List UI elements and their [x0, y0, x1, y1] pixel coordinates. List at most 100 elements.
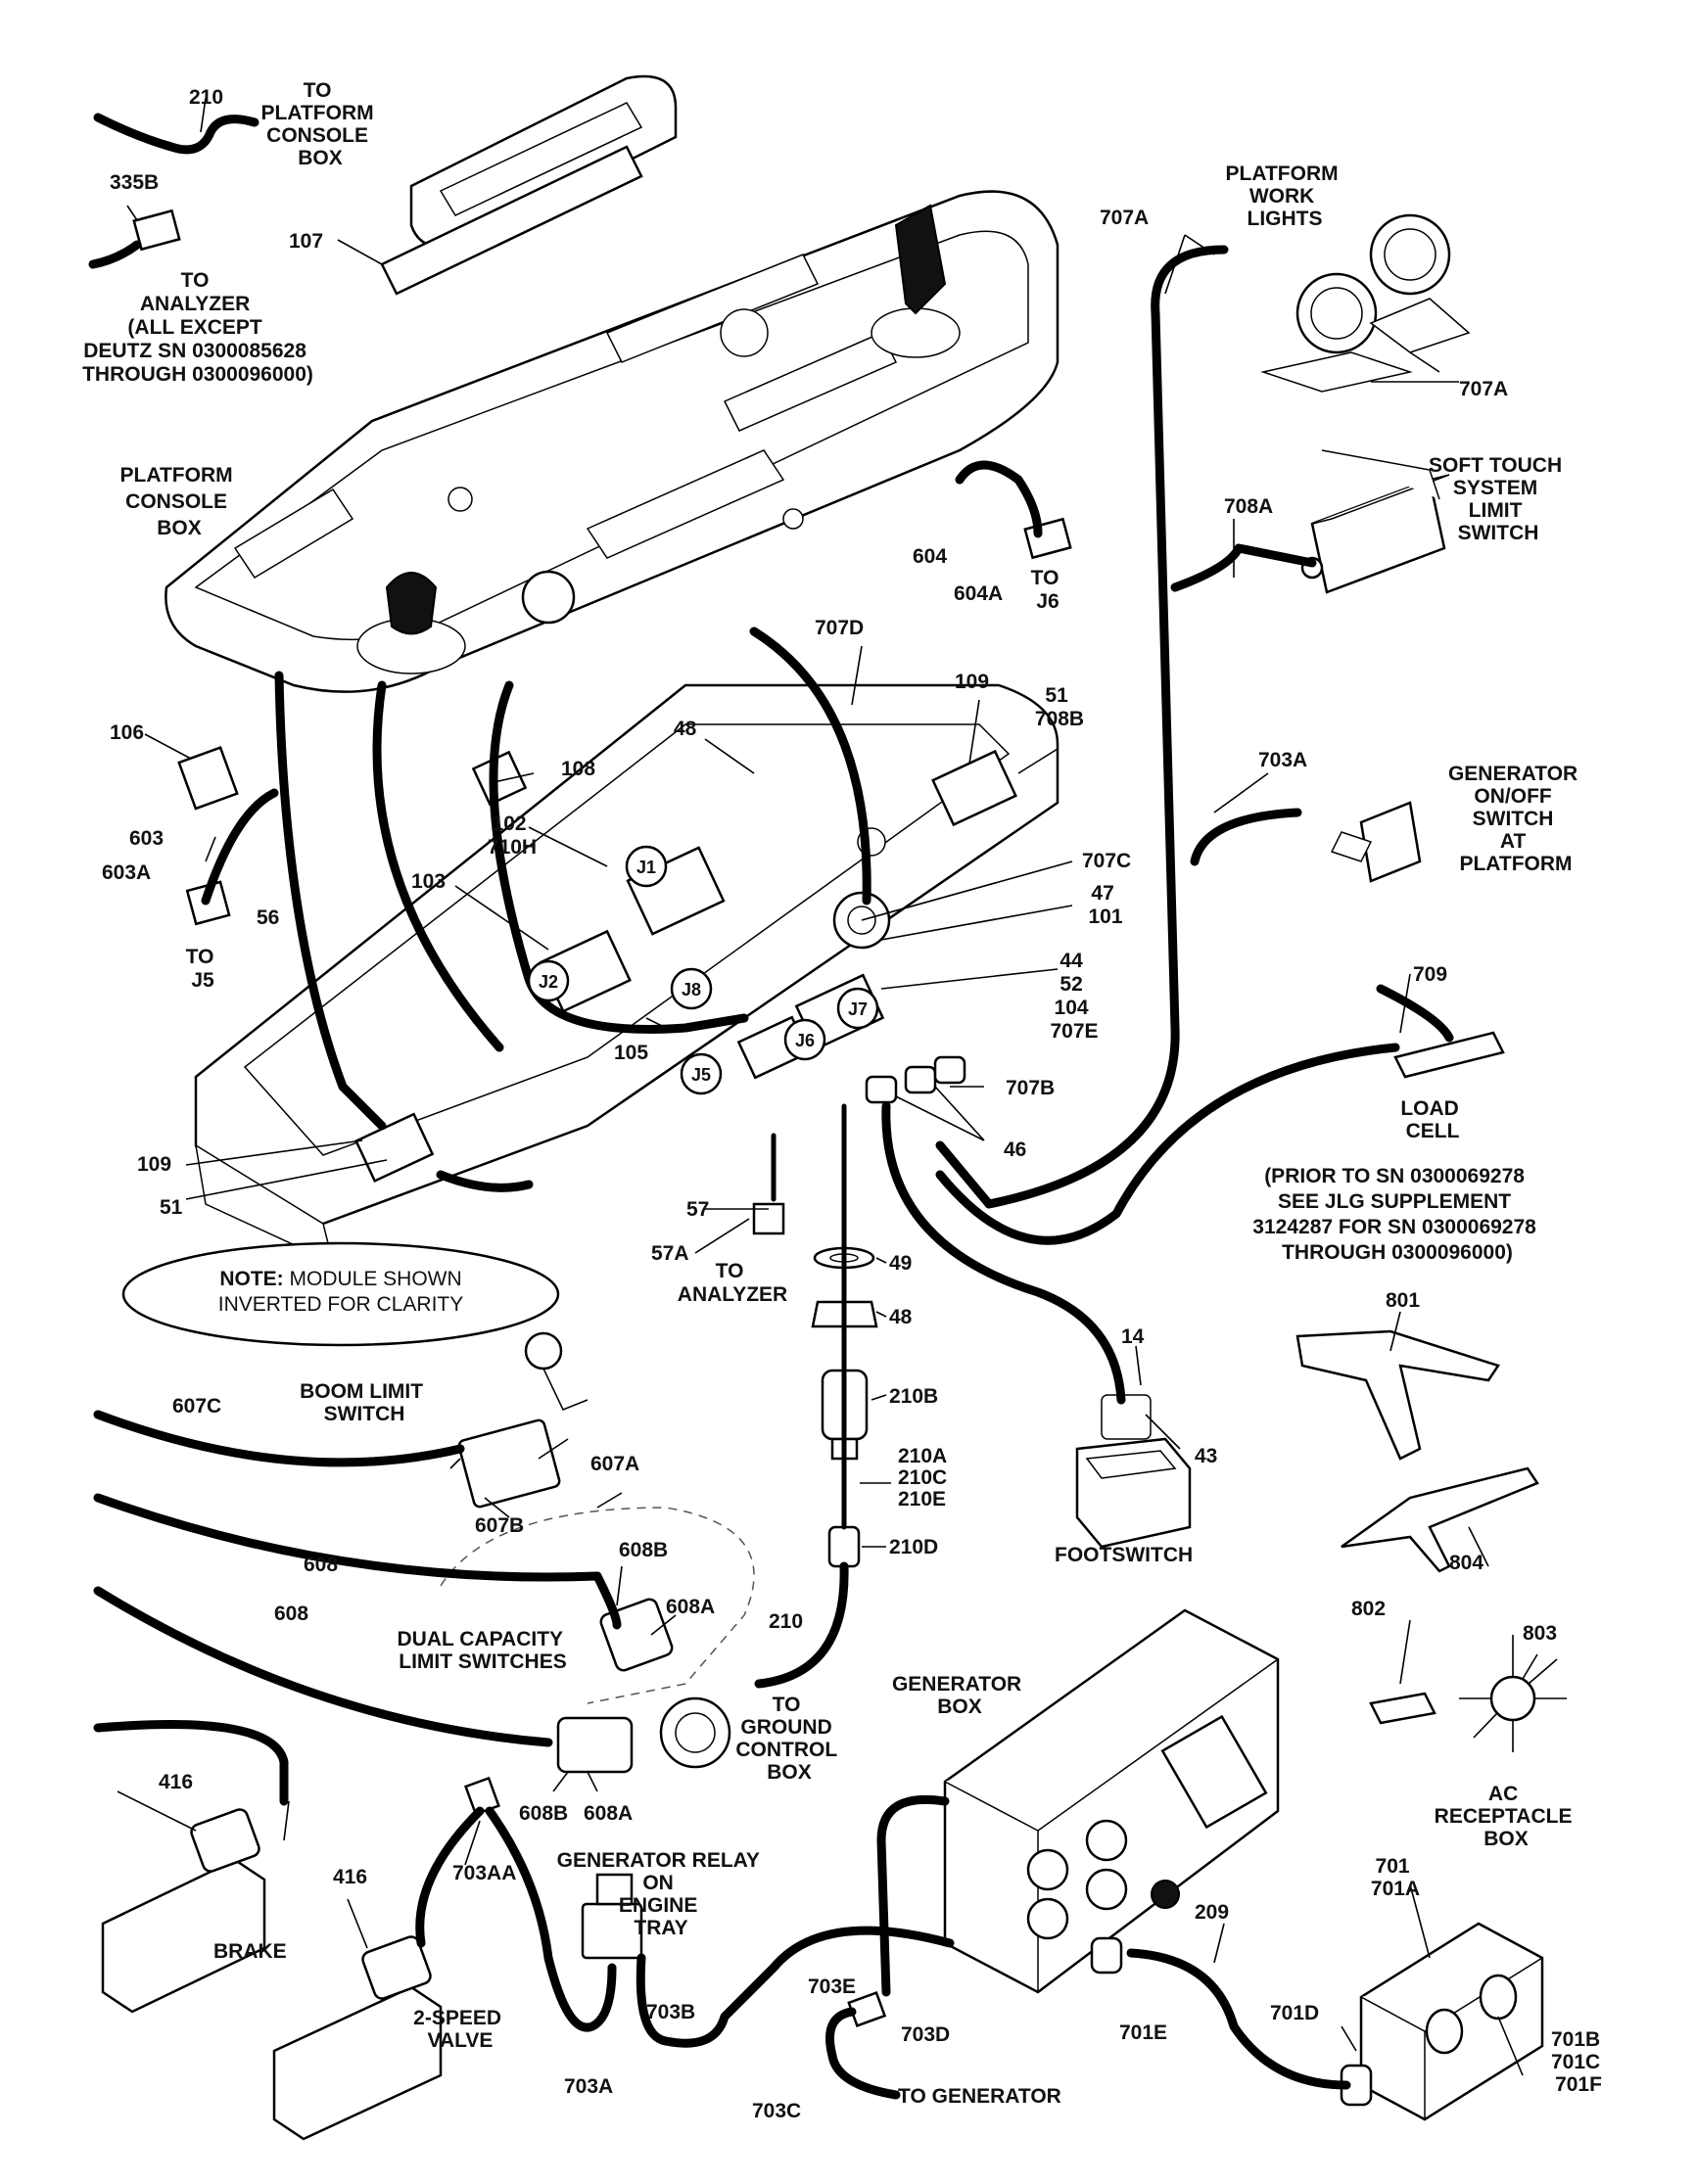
- label-607a: 607A: [590, 1453, 639, 1475]
- label-209: 209: [1195, 1901, 1229, 1924]
- label-210-bottom: 210: [769, 1610, 803, 1633]
- work-lights-drawing: [1260, 213, 1471, 393]
- leader-lines: [117, 97, 1538, 2076]
- label-608-left: 608: [274, 1603, 308, 1625]
- callout-j6: J6: [783, 1018, 826, 1061]
- label-703a-bottom: 703A: [564, 2075, 613, 2098]
- label-703d: 703D: [901, 2023, 950, 2046]
- label-802: 802: [1351, 1598, 1386, 1620]
- label-608b-bottom: 608B: [519, 1802, 568, 1825]
- callout-j5: J5: [680, 1052, 723, 1095]
- label-210b: 210B: [889, 1385, 938, 1408]
- footswitch-drawing: [1075, 1394, 1192, 1549]
- load-cell-drawing: [1393, 1031, 1505, 1079]
- label-804: 804: [1449, 1552, 1483, 1574]
- label-703c: 703C: [752, 2100, 801, 2122]
- label-709: 709: [1413, 963, 1447, 986]
- label-701-701a: 701 701A: [1371, 1855, 1420, 1900]
- label-108: 108: [561, 758, 595, 780]
- label-708a: 708A: [1224, 495, 1273, 518]
- label-603: 603: [129, 827, 164, 850]
- label-416-right: 416: [333, 1866, 367, 1888]
- svg-text:J6: J6: [795, 1031, 815, 1050]
- label-generator-relay: GENERATOR RELAY ON ENGINE TRAY: [557, 1849, 766, 1939]
- svg-text:J7: J7: [848, 999, 868, 1019]
- label-soft-touch-switch: SOFT TOUCH SYSTEM LIMIT SWITCH: [1429, 454, 1568, 544]
- label-platform-console-box: PLATFORM CONSOLE BOX: [120, 464, 239, 539]
- label-107: 107: [289, 230, 323, 253]
- label-608-mid: 608: [304, 1554, 338, 1576]
- label-603a: 603A: [102, 861, 151, 884]
- label-to-j5: TO J5: [186, 946, 220, 992]
- label-brake: BRAKE: [213, 1940, 287, 1963]
- note-line-1: NOTE: MODULE SHOWN: [219, 1268, 461, 1290]
- boom-limit-switch-drawing: [457, 1331, 589, 1509]
- soft-touch-switch-drawing: [1300, 449, 1450, 594]
- grommet-stack-drawing: [811, 1055, 966, 1568]
- label-load-cell: LOAD CELL: [1400, 1097, 1464, 1142]
- label-707c: 707C: [1082, 850, 1131, 872]
- label-47-101: 47 101: [1088, 882, 1122, 928]
- label-335b: 335B: [110, 171, 159, 194]
- callout-j2: J2: [527, 959, 570, 1002]
- callout-j1: J1: [625, 845, 668, 888]
- label-prior-sn-note: (PRIOR TO SN 0300069278 SEE JLG SUPPLEME…: [1252, 1165, 1541, 1264]
- wire-harnesses: [88, 113, 1454, 2100]
- label-to-analyzer-top: TO ANALYZER (ALL EXCEPT DEUTZ SN 0300085…: [82, 269, 313, 386]
- label-803: 803: [1523, 1622, 1557, 1645]
- svg-text:J2: J2: [539, 972, 558, 992]
- label-707b-top: 707B: [1006, 1077, 1055, 1099]
- label-109-bottom: 109: [137, 1153, 171, 1176]
- label-57a: 57A: [651, 1242, 689, 1265]
- label-43: 43: [1195, 1445, 1217, 1467]
- label-701e: 701E: [1119, 2021, 1167, 2044]
- svg-text:J8: J8: [682, 980, 701, 999]
- label-to-platform-console-box: TO PLATFORM CONSOLE BOX: [261, 79, 380, 169]
- label-57: 57: [686, 1198, 709, 1221]
- label-210d: 210D: [889, 1536, 938, 1558]
- label-604: 604: [913, 545, 947, 568]
- jack-callouts: J1 J2 J8 J7 J6 J5: [527, 845, 879, 1095]
- svg-text:J5: J5: [691, 1065, 711, 1085]
- label-707d: 707D: [815, 617, 864, 639]
- platform-console-box-drawing: [165, 74, 1059, 693]
- label-44-52-104-707e: 44 52 104 707E: [1050, 950, 1098, 1043]
- label-51-708b: 51 708B: [1035, 684, 1084, 730]
- label-416-left: 416: [159, 1771, 193, 1793]
- label-608a-bottom: 608A: [584, 1802, 633, 1825]
- label-608a-top: 608A: [666, 1596, 715, 1618]
- label-604a: 604A: [954, 582, 1003, 605]
- ac-receptacle-box-drawing: [1340, 1922, 1544, 2121]
- callout-j7: J7: [836, 987, 879, 1030]
- label-105: 105: [614, 1042, 648, 1064]
- label-48-mid: 48: [889, 1306, 913, 1328]
- label-dual-capacity-limit-switches: DUAL CAPACITY LIMIT SWITCHES: [397, 1628, 568, 1673]
- label-801: 801: [1386, 1289, 1420, 1312]
- label-701b-701c-701f: 701B 701C 701F: [1551, 2028, 1606, 2096]
- label-ac-receptacle-box: AC RECEPTACLE BOX: [1435, 1783, 1578, 1850]
- label-703aa: 703AA: [452, 1862, 516, 1884]
- label-to-j6: TO J6: [1031, 567, 1065, 613]
- brake-valve-drawing: [101, 1808, 443, 2141]
- note-box: NOTE: MODULE SHOWN INVERTED FOR CLARITY: [121, 1241, 560, 1347]
- crimp-tool-drawing: [1295, 1329, 1567, 1752]
- label-703a-top: 703A: [1258, 749, 1307, 771]
- label-607c: 607C: [172, 1395, 221, 1417]
- label-210-top: 210: [189, 86, 223, 109]
- label-to-ground-control-box: TO GROUND CONTROL BOX: [735, 1694, 842, 1784]
- generator-switch-drawing: [1330, 801, 1422, 883]
- label-109-top: 109: [955, 671, 989, 693]
- label-to-generator: TO GENERATOR: [898, 2085, 1061, 2108]
- label-generator-onoff-switch: GENERATOR ON/OFF SWITCH AT PLATFORM: [1448, 763, 1583, 875]
- label-2-speed-valve: 2-SPEED VALVE: [413, 2007, 507, 2052]
- label-106: 106: [110, 721, 144, 744]
- label-48-top: 48: [674, 718, 697, 740]
- label-703e: 703E: [808, 1975, 856, 1998]
- label-51-bottom: 51: [160, 1196, 183, 1219]
- label-49: 49: [889, 1252, 912, 1275]
- label-generator-box: GENERATOR BOX: [892, 1673, 1027, 1718]
- label-footswitch: FOOTSWITCH: [1055, 1544, 1193, 1566]
- label-608b-top: 608B: [619, 1539, 668, 1561]
- label-607b: 607B: [475, 1514, 524, 1537]
